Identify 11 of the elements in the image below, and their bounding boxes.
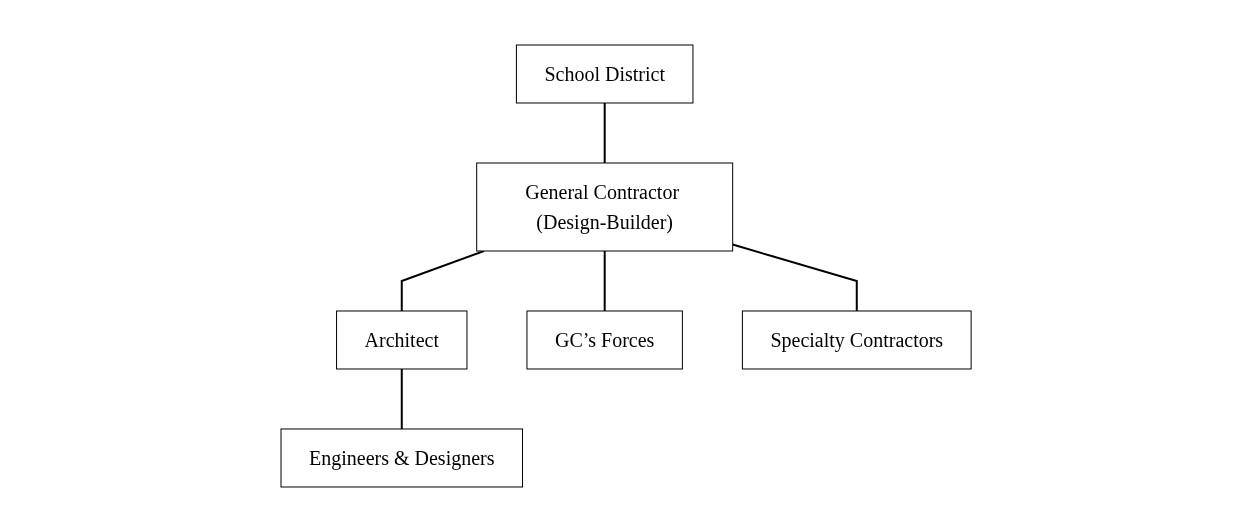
connector: [732, 243, 859, 312]
node-box: School District: [516, 44, 694, 103]
node-box: Specialty Contractors: [742, 310, 973, 369]
connector: [401, 249, 486, 312]
node-box: Architect: [336, 310, 468, 369]
node-box: Engineers & Designers: [280, 428, 524, 487]
node-box: GC’s Forces: [526, 310, 684, 369]
node-box: General Contractor (Design-Builder): [476, 162, 734, 251]
connector: [604, 101, 607, 164]
connector: [401, 367, 404, 430]
connector: [604, 249, 607, 312]
